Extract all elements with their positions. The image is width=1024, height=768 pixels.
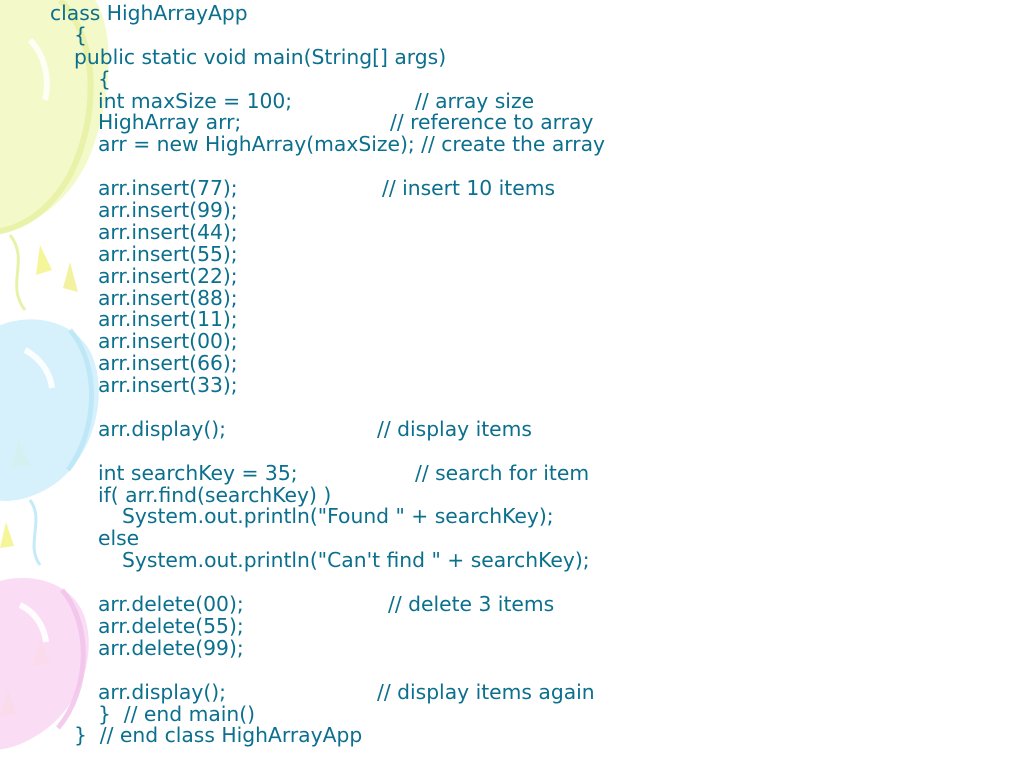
code-line: { — [50, 66, 990, 91]
yellow-balloon — [0, 0, 109, 234]
blue-balloon-ring — [65, 328, 94, 472]
code-text: arr.insert(88); — [98, 285, 238, 310]
pink-balloon — [0, 577, 89, 750]
code-text: if( arr.find(searchKey) ) — [98, 482, 332, 507]
code-text: arr.insert(22); — [98, 263, 238, 288]
code-line: System.out.println("Found " + searchKey)… — [50, 506, 990, 528]
code-text: else — [98, 526, 140, 551]
confetti-yellow — [63, 262, 78, 292]
code-text: arr.display(); — [98, 416, 227, 441]
code-text: arr.insert(55); — [98, 241, 238, 266]
code-line — [50, 156, 990, 178]
code-comment: // array size — [415, 88, 535, 113]
code-line: int searchKey = 35; // search for item — [50, 460, 990, 485]
code-comment: // search for item — [415, 460, 590, 485]
code-line — [50, 441, 990, 463]
code-line: HighArray arr; // reference to array — [50, 112, 990, 134]
code-line: arr = new HighArray(maxSize); // create … — [50, 132, 990, 157]
code-line: arr.insert(77); // insert 10 items — [50, 176, 990, 201]
code-text: arr = new HighArray(maxSize); // create … — [98, 132, 606, 157]
code-text: int searchKey = 35; — [98, 460, 298, 485]
code-text: arr.insert(77); — [98, 176, 238, 201]
code-line: } // end main() — [50, 701, 990, 726]
code-line: int maxSize = 100; // array size — [50, 88, 990, 113]
confetti-yellow — [36, 245, 52, 275]
code-text: arr.insert(33); — [98, 373, 238, 398]
code-line — [50, 660, 990, 682]
confetti-yellow — [0, 522, 14, 548]
blue-balloon — [0, 319, 99, 501]
code-line: arr.insert(44); — [50, 219, 990, 244]
code-line: arr.display(); // display items again — [50, 679, 990, 704]
code-line: arr.display(); // display items — [50, 416, 990, 441]
code-text: class HighArrayApp — [50, 1, 248, 25]
code-line: else — [50, 526, 990, 551]
blue-balloon-highlight — [23, 347, 55, 389]
code-text: arr.insert(44); — [98, 219, 238, 244]
code-line: arr.insert(33); — [50, 373, 990, 398]
code-line — [50, 572, 990, 594]
code-text: arr.insert(00); — [98, 329, 238, 354]
code-line: arr.insert(88); — [50, 285, 990, 310]
code-listing: class HighArrayApp{public static void ma… — [50, 1, 990, 748]
code-text: public static void main(String[] args) — [74, 44, 447, 69]
code-line: arr.insert(66); — [50, 351, 990, 376]
pink-balloon-ring — [56, 588, 86, 730]
code-text: arr.display(); — [98, 679, 227, 704]
code-text: { — [74, 22, 87, 47]
code-line: { — [50, 22, 990, 47]
code-comment: // reference to array — [390, 110, 594, 135]
yellow-balloon-ring — [0, 0, 94, 235]
balloon-string — [28, 499, 42, 566]
code-line: arr.delete(55); — [50, 613, 990, 638]
code-line: System.out.println("Can't find " + searc… — [50, 548, 990, 573]
code-text: System.out.println("Found " + searchKey)… — [122, 504, 554, 529]
code-text: } // end main() — [98, 701, 256, 726]
code-line: class HighArrayApp — [50, 1, 990, 25]
code-comment: // display items — [377, 416, 532, 441]
code-line — [50, 397, 990, 419]
code-comment: // display items again — [377, 679, 595, 704]
code-text: arr.insert(66); — [98, 351, 238, 376]
code-line: } // end class HighArrayApp — [50, 723, 990, 748]
code-text: arr.insert(99); — [98, 198, 238, 223]
code-text: { — [98, 66, 111, 91]
code-line: public static void main(String[] args) — [50, 44, 990, 69]
code-text: arr.insert(11); — [98, 307, 238, 332]
code-line: arr.insert(00); — [50, 329, 990, 354]
code-text: int maxSize = 100; — [98, 88, 293, 113]
pink-balloon-highlight — [18, 602, 49, 643]
balloon-string — [8, 234, 27, 311]
code-line: arr.insert(55); — [50, 241, 990, 266]
code-text: arr.delete(99); — [98, 635, 244, 660]
code-line: if( arr.find(searchKey) ) — [50, 482, 990, 507]
code-line: arr.insert(22); — [50, 263, 990, 288]
code-comment: // delete 3 items — [388, 592, 555, 617]
code-line: arr.delete(99); — [50, 635, 990, 660]
code-text: arr.delete(00); — [98, 592, 244, 617]
code-text: HighArray arr; — [98, 110, 242, 135]
yellow-balloon-highlight — [27, 37, 50, 101]
code-line: arr.delete(00); // delete 3 items — [50, 592, 990, 617]
code-line: arr.insert(11); — [50, 309, 990, 331]
code-text: arr.delete(55); — [98, 613, 244, 638]
code-text: System.out.println("Can't find " + searc… — [122, 548, 590, 573]
code-line: arr.insert(99); — [50, 198, 990, 223]
code-text: } // end class HighArrayApp — [74, 723, 363, 748]
code-comment: // insert 10 items — [382, 176, 556, 201]
